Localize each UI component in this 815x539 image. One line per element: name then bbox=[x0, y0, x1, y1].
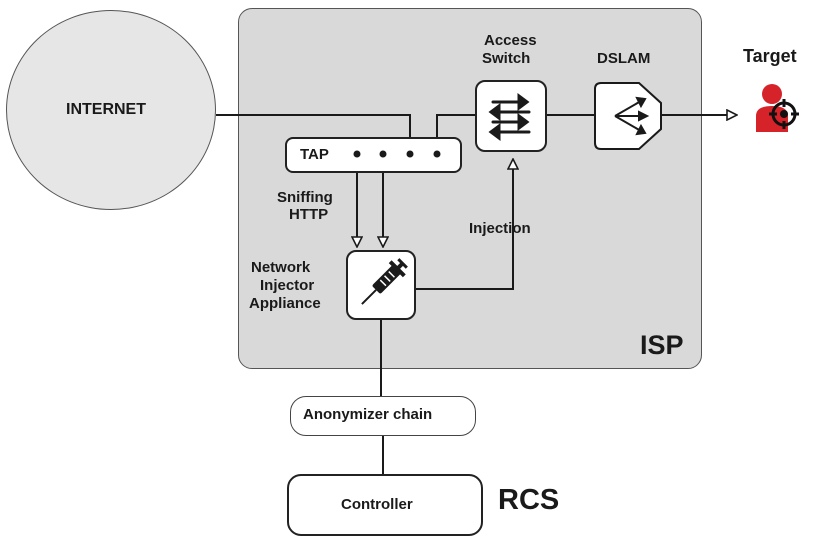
tap-port-4 bbox=[433, 150, 441, 158]
injection-line bbox=[416, 160, 513, 290]
tap-port-1 bbox=[353, 150, 361, 158]
sniffing-label-line1: Sniffing bbox=[277, 189, 333, 206]
anonymizer-chain-box bbox=[290, 396, 476, 436]
target-label: Target bbox=[743, 46, 797, 66]
network-injector-device bbox=[346, 250, 416, 320]
target-person-icon bbox=[756, 84, 799, 132]
syringe-icon bbox=[361, 258, 408, 305]
controller-box bbox=[287, 474, 483, 536]
tap-label: TAP bbox=[300, 146, 329, 163]
injector-label-line1: Network bbox=[251, 259, 311, 276]
sniffing-label-line2: HTTP bbox=[289, 206, 329, 223]
crosshair-icon bbox=[769, 99, 799, 129]
rcs-label: RCS bbox=[498, 484, 560, 516]
dslam-device bbox=[594, 82, 662, 150]
access-switch-label-line2: Switch bbox=[482, 50, 531, 67]
internet-cloud bbox=[6, 10, 216, 210]
injector-label-line2: Injector bbox=[260, 277, 315, 294]
tap-port-3 bbox=[406, 150, 414, 158]
access-switch-device bbox=[475, 80, 547, 152]
isp-label: ISP bbox=[640, 330, 684, 360]
tap-port-2 bbox=[379, 150, 387, 158]
controller-label: Controller bbox=[341, 496, 413, 513]
anonymizer-label: Anonymizer chain bbox=[303, 406, 433, 423]
tap-device bbox=[285, 137, 462, 173]
access-switch-label-line1: Access bbox=[484, 32, 537, 49]
isp-region bbox=[238, 8, 702, 369]
internet-label: INTERNET bbox=[66, 101, 146, 118]
injector-label-line3: Appliance bbox=[249, 295, 321, 312]
dslam-label: DSLAM bbox=[597, 50, 651, 67]
switch-arrows-icon bbox=[488, 93, 531, 141]
dslam-arrows-icon bbox=[614, 96, 650, 136]
injection-label: Injection bbox=[469, 220, 531, 237]
